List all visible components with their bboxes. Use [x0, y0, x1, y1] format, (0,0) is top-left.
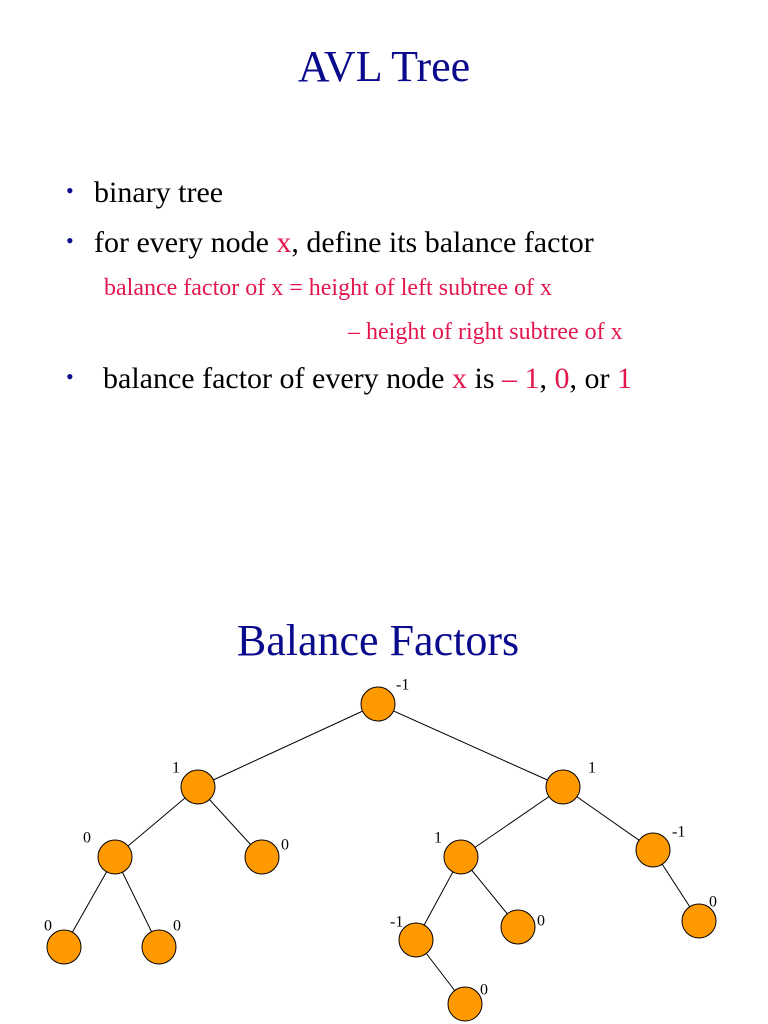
- tree-node-n11: [447, 986, 483, 1022]
- tree-node-n1: [180, 769, 216, 805]
- tree-node-n3: [97, 839, 133, 875]
- tree-nodes: [46, 686, 717, 1022]
- bullet-dot: •: [66, 364, 74, 389]
- balance-factor-label-n3: 0: [83, 830, 91, 847]
- bullet-text-post: , define its balance factor: [291, 226, 594, 259]
- tree-node-n0: [360, 686, 396, 722]
- bullet-text: balance factor of every node x is – 1, 0…: [103, 364, 632, 394]
- bullet-dot: •: [66, 178, 74, 203]
- bullet-dot: •: [66, 228, 74, 253]
- definition-line-2: – height of right subtree of x: [348, 319, 623, 345]
- balance-factor-label-n1: 1: [172, 760, 180, 777]
- tree-edge-n0-n1: [197, 703, 379, 788]
- tree-node-n2: [545, 769, 581, 805]
- balance-factor-label-n11: 0: [480, 982, 488, 999]
- tree-node-n12: [681, 903, 717, 939]
- balance-factor-label-n12: 0: [709, 894, 717, 911]
- bullet-text: for every node x, define its balance fac…: [94, 228, 594, 258]
- balance-factor-label-n7: 1: [434, 830, 442, 847]
- bullet-text: binary tree: [94, 176, 224, 209]
- tree-node-n4: [244, 839, 280, 875]
- tree-node-n9: [398, 922, 434, 958]
- balance-factor-label-n2: 1: [588, 760, 596, 777]
- avl-tree-diagram: -1 1 1 0 0 0 0 1 -1 -1 0 0 0: [44, 677, 717, 1022]
- balance-factor-label-n4: 0: [281, 837, 289, 854]
- balance-factor-label-n5: 0: [44, 918, 52, 935]
- value-one: 1: [617, 362, 632, 395]
- value-zero: 0: [554, 362, 570, 395]
- tree-node-n8: [635, 832, 671, 868]
- variable-x: x: [276, 226, 292, 259]
- tree-edge-n2-n8: [562, 786, 654, 851]
- separator: ,: [539, 362, 555, 395]
- tree-node-n10: [500, 909, 536, 945]
- value-minus-one: – 1: [502, 362, 540, 395]
- tree-edge-n0-n2: [377, 703, 564, 788]
- balance-factor-label-n10: 0: [537, 913, 545, 930]
- balance-factor-label-n9: -1: [390, 914, 403, 931]
- bullet-text-pre: for every node: [94, 226, 277, 259]
- balance-factor-label-n6: 0: [173, 918, 181, 935]
- bullet-text-mid: is: [466, 362, 502, 395]
- balance-factor-label-n0: -1: [396, 677, 409, 694]
- slide-title-balance-factors: Balance Factors: [236, 616, 520, 665]
- balance-factor-label-n8: -1: [672, 824, 685, 841]
- slide-title-avl-tree: AVL Tree: [297, 42, 471, 91]
- tree-node-n5: [46, 929, 82, 965]
- bullet-text-pre: balance factor of every node: [103, 362, 452, 395]
- tree-node-n7: [443, 839, 479, 875]
- tree-node-n6: [141, 929, 177, 965]
- variable-x: x: [451, 362, 467, 395]
- tree-edge-n2-n7: [460, 786, 564, 858]
- tree-balance-labels: -1 1 1 0 0 0 0 1 -1 -1 0 0 0: [44, 677, 717, 999]
- separator: , or: [569, 362, 617, 395]
- definition-line-1: balance factor of x = height of left sub…: [104, 275, 553, 301]
- tree-edge-n1-n3: [114, 786, 199, 858]
